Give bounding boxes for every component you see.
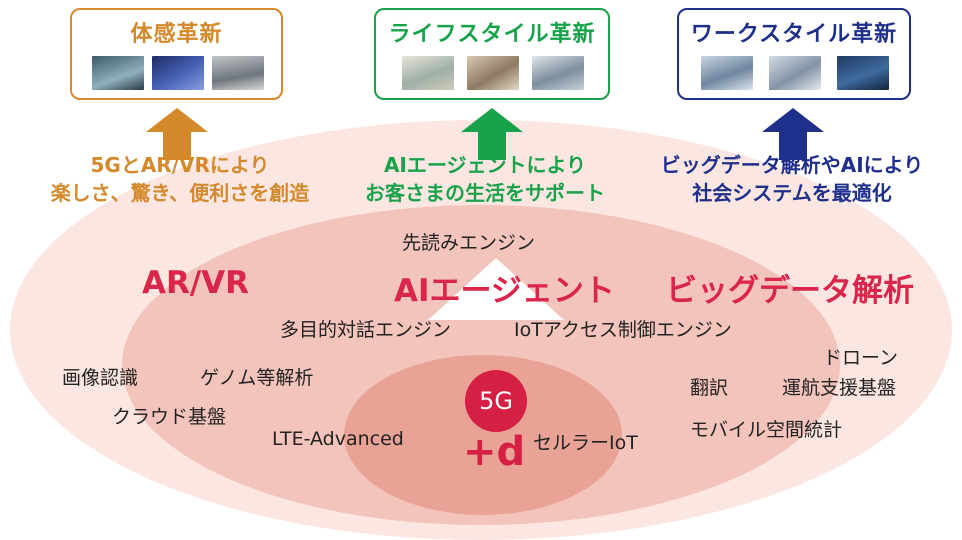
multi-dialog-engine-label: 多目的対話エンジン — [280, 319, 452, 341]
photo-thumbnail — [769, 56, 821, 90]
photo-thumbnail — [152, 56, 204, 90]
iot-access-engine-label: IoTアクセス制御エンジン — [514, 319, 732, 341]
photo-thumbnail — [837, 56, 889, 90]
box-title: ライフスタイル革新 — [388, 22, 596, 47]
photo-thumbnail — [532, 56, 584, 90]
thumbnail-row — [72, 56, 281, 92]
plus-d-logo: +d — [463, 429, 526, 475]
genome-analysis-label: ゲノム等解析 — [200, 367, 314, 389]
lte-advanced-label: LTE-Advanced — [272, 428, 404, 450]
caption-line: AIエージェントにより — [383, 153, 587, 177]
mobile-spatial-stats-label: モバイル空間統計 — [690, 419, 843, 441]
thumbnail-row — [679, 56, 909, 92]
big-data-label: ビッグデータ解析 — [666, 273, 914, 309]
caption-workstyle: ビッグデータ解析やAIにより 社会システムを最適化 — [642, 151, 942, 207]
box-title: 体感革新 — [130, 22, 223, 47]
box-experience-innovation: 体感革新 — [70, 8, 283, 100]
caption-line: 5GとAR/VRにより — [90, 153, 270, 177]
up-arrow-icon — [762, 108, 824, 160]
up-arrow-icon — [146, 108, 208, 160]
caption-lifestyle: AIエージェントにより お客さまの生活をサポート — [340, 151, 630, 207]
up-arrow-icon — [461, 108, 523, 160]
photo-thumbnail — [212, 56, 264, 90]
photo-thumbnail — [701, 56, 753, 90]
caption-line: 社会システムを最適化 — [692, 181, 892, 205]
thumbnail-row — [376, 56, 608, 92]
caption-line: 楽しさ、驚き、便利さを創造 — [50, 181, 310, 205]
caption-experience: 5GとAR/VRにより 楽しさ、驚き、便利さを創造 — [30, 151, 330, 207]
5g-badge: 5G — [465, 370, 527, 432]
box-lifestyle-innovation: ライフスタイル革新 — [374, 8, 610, 100]
caption-line: お客さまの生活をサポート — [365, 181, 605, 205]
photo-thumbnail — [92, 56, 144, 90]
box-title: ワークスタイル革新 — [690, 22, 898, 47]
image-recognition-label: 画像認識 — [62, 367, 139, 389]
cellular-iot-label: セルラーIoT — [533, 432, 638, 454]
triangle-shape — [428, 258, 564, 320]
caption-line: ビッグデータ解析やAIにより — [660, 153, 924, 177]
ar-vr-label: AR/VR — [142, 265, 250, 301]
cloud-platform-label: クラウド基盤 — [112, 406, 227, 428]
box-workstyle-innovation: ワークスタイル革新 — [677, 8, 911, 100]
translation-label: 翻訳 — [690, 377, 729, 399]
flight-support-platform-label: 運航支援基盤 — [782, 377, 897, 399]
photo-thumbnail — [467, 56, 519, 90]
drone-label: ドローン — [823, 347, 899, 369]
photo-thumbnail — [402, 56, 454, 90]
ai-agent-label: AIエージェント — [394, 273, 615, 309]
lookahead-engine-label: 先読みエンジン — [402, 232, 536, 254]
